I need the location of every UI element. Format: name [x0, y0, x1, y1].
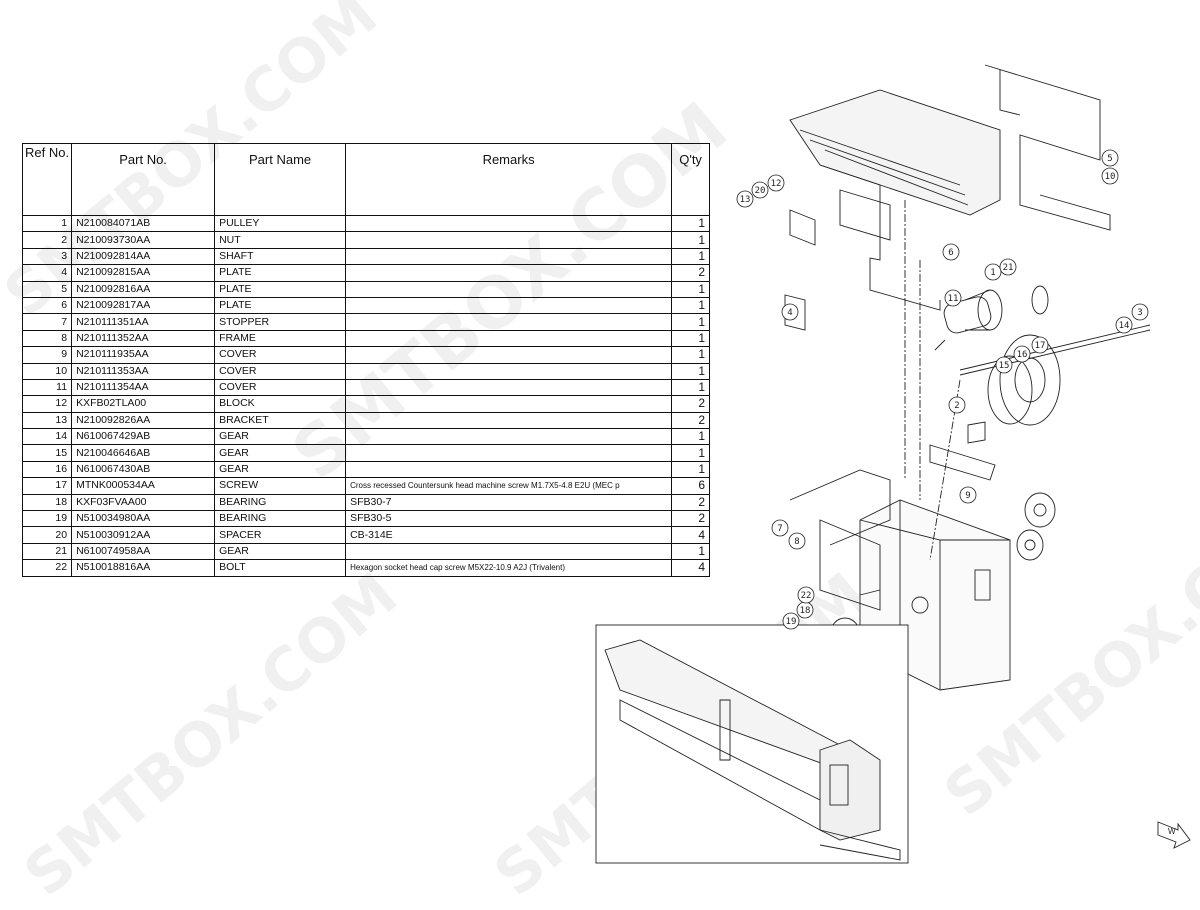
svg-text:8: 8 — [794, 537, 799, 547]
callout-18: 18 — [796, 601, 814, 619]
part-no-cell: N610074958AA — [71, 542, 216, 561]
part-no-cell: N210092815AA — [71, 264, 216, 282]
svg-text:16: 16 — [1017, 350, 1028, 360]
part-no-cell: N210092816AA — [71, 280, 216, 298]
callout-17: 17 — [1031, 336, 1049, 354]
callout-13: 13 — [736, 190, 754, 208]
callout-19: 19 — [782, 612, 800, 630]
part-no-cell: N510034980AA — [71, 510, 216, 528]
svg-text:19: 19 — [786, 617, 797, 627]
svg-text:15: 15 — [999, 361, 1010, 371]
part-no-cell: N210111352AA — [71, 329, 216, 348]
svg-text:5: 5 — [1107, 154, 1112, 164]
callout-15: 15 — [995, 356, 1013, 374]
svg-text:6: 6 — [948, 248, 953, 258]
qty-cell: 4 — [671, 559, 711, 577]
part-name-cell: GEAR — [214, 460, 347, 479]
svg-text:13: 13 — [740, 195, 751, 205]
svg-text:1: 1 — [990, 268, 995, 278]
svg-text:21: 21 — [1003, 263, 1014, 273]
svg-text:9: 9 — [965, 491, 970, 501]
part-name-cell: BEARING — [214, 493, 347, 512]
part-name-cell: FRAME — [214, 329, 347, 348]
ref-no-cell: 22 — [21, 559, 73, 577]
callout-16: 16 — [1013, 345, 1031, 363]
svg-text:4: 4 — [787, 308, 792, 318]
svg-text:2: 2 — [954, 401, 959, 411]
qty-cell: 1 — [671, 296, 711, 315]
callout-4: 4 — [781, 303, 799, 321]
part-no-cell: N210093730AA — [71, 231, 216, 249]
header-remarks: Remarks — [345, 143, 673, 216]
svg-text:11: 11 — [948, 294, 959, 304]
svg-text:20: 20 — [755, 186, 766, 196]
svg-text:10: 10 — [1105, 172, 1116, 182]
svg-text:7: 7 — [777, 524, 782, 534]
qty-cell: 1 — [671, 542, 711, 561]
svg-text:18: 18 — [800, 606, 811, 616]
callout-7: 7 — [771, 519, 789, 537]
table-header: Ref No. Part No. Part Name Remarks Q'ty — [21, 143, 711, 216]
svg-text:3: 3 — [1137, 308, 1142, 318]
qty-cell: 6 — [671, 477, 711, 495]
svg-text:17: 17 — [1035, 341, 1046, 351]
ref-no-cell: 9 — [21, 346, 73, 364]
header-qty: Q'ty — [671, 143, 711, 216]
callout-10: 10 — [1101, 167, 1119, 185]
callout-2: 2 — [948, 396, 966, 414]
callout-3: 3 — [1131, 303, 1149, 321]
callout-21: 21 — [999, 258, 1017, 276]
callout-6: 6 — [942, 243, 960, 261]
part-no-cell: N510018816AA — [71, 559, 216, 577]
part-no-cell: N210046646AB — [71, 444, 216, 462]
direction-arrow-icon: W — [1157, 821, 1191, 849]
callout-5: 5 — [1101, 149, 1119, 167]
part-no-cell: N210084071AB — [71, 214, 216, 233]
svg-text:14: 14 — [1119, 321, 1130, 331]
assembly-inset — [595, 624, 909, 864]
part-no-cell: N210111354AA — [71, 378, 216, 397]
callout-20: 20 — [751, 181, 769, 199]
svg-text:22: 22 — [801, 591, 812, 601]
remarks-cell: Hexagon socket head cap screw M5X22-10.9… — [345, 559, 673, 577]
callout-9: 9 — [959, 486, 977, 504]
part-name-cell: GEAR — [214, 428, 347, 446]
callout-8: 8 — [788, 532, 806, 550]
svg-text:12: 12 — [771, 179, 782, 189]
part-name-cell: NUT — [214, 231, 347, 249]
header-ref-no: Ref No. — [21, 143, 73, 216]
ref-no-cell: 4 — [21, 264, 73, 282]
callout-11: 11 — [944, 289, 962, 307]
svg-text:W: W — [1168, 827, 1176, 836]
callout-14: 14 — [1115, 316, 1133, 334]
callout-12: 12 — [767, 174, 785, 192]
parts-table: Ref No. Part No. Part Name Remarks Q'ty … — [21, 143, 711, 577]
header-part-no: Part No. — [71, 143, 216, 216]
callout-22: 22 — [797, 586, 815, 604]
callout-1: 1 — [984, 263, 1002, 281]
